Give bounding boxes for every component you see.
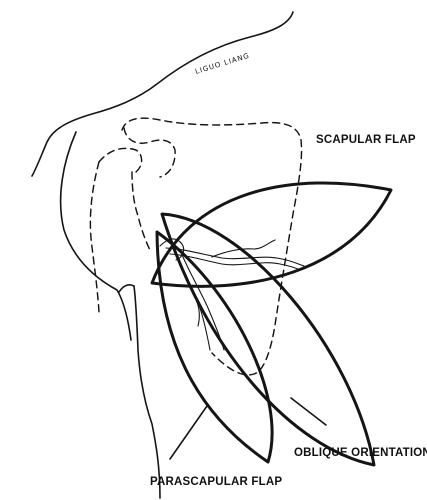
oblique-flap-outline [160,212,376,467]
axilla-outline [118,284,161,499]
shoulder-outline [31,11,294,177]
humerus-dashed-outline [89,161,100,313]
vessel-horizontal-lower [169,253,301,271]
scapula-dashed-outline [121,117,303,376]
oblique-label-leader [290,397,327,426]
scapular-spine-dashed [123,127,176,178]
vessel-descending-right [179,249,225,351]
scapular-neck-dashed [98,147,143,173]
vessel-small-twig [195,299,200,327]
vessel-descending-left [173,247,211,351]
parascapular-flap-label: PARASCAPULAR FLAP [150,476,282,488]
vessel-upper-branch [211,239,276,258]
arm-outline [59,131,132,341]
circumflex-scapular-vessels [159,238,305,351]
scapular-flap-outline [150,181,393,288]
parascapular-label-leader [169,405,208,460]
vessel-hook [159,238,185,261]
parascapular-flap-outline [155,230,274,464]
oblique-orientation-label: OBLIQUE ORIENTATION [294,447,427,459]
scapular-flap-label: SCAPULAR FLAP [316,134,416,146]
lateral-border-dashed [131,171,151,251]
vessel-horizontal-upper [165,247,305,267]
